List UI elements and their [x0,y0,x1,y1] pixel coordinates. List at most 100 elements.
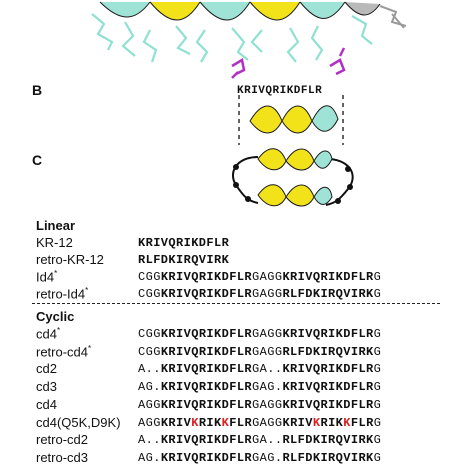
sequence-row: Id4*CGGKRIVQRIKDFLRGAGGKRIVQRIKDFLRG [36,269,466,287]
peptide-sequence: CGGKRIVQRIKDFLRGAGGRLFDKIRQVIRKG [138,345,381,359]
sequence-row: retro-cd3 AG.KRIVQRIKDFLRGAG.RLFDKIRQVIRK… [36,450,466,468]
active-sequence: KRIVQRIKDFLR [160,344,253,359]
active-sequence: FLR [350,415,374,430]
peptide-name: cd4(Q5K,D9K) [36,414,121,430]
linker-sequence: GAGG [252,270,283,284]
cyclic-linker-beads [233,164,353,204]
active-sequence: KRIVQRIKDFLR [160,362,253,377]
active-sequence: KRIVQRIKDFLR [282,397,374,412]
linker-sequence: GAG. [252,380,283,395]
active-sequence: KRIV [282,415,313,430]
linker-sequence: AGG [138,397,161,412]
linker-sequence: CGG [138,287,161,301]
cyclic-section-title: Cyclic [36,309,75,324]
mutated-residue: K [312,415,321,430]
active-sequence: RLFDKIRQVIRK [282,287,374,301]
linker-sequence: CGG [138,327,161,341]
peptide-name: retro-cd3 [36,449,89,465]
peptide-name: cd4* [36,326,61,342]
active-sequence: RIK [320,415,344,430]
active-sequence: KRIVQRIKDFLR [160,433,253,448]
linker-sequence: A.. [138,433,161,448]
peptide-name: cd2 [36,361,57,377]
active-sequence: KRIVQRIKDFLR [160,380,253,395]
sequence-row: retro-cd2 A..KRIVQRIKDFLRGA..RLFDKIRQVIRK… [36,432,466,450]
sequence-row: cd4(Q5K,D9K)AGGKRIVKRIKKFLRGAGGKRIVKRIKK… [36,415,466,433]
active-sequence: KRIVQRIKDFLR [282,327,374,341]
linker-sequence: G [373,450,382,465]
linker-sequence: GA.. [252,362,283,377]
peptide-name: KR-12 [36,235,73,250]
linker-sequence: AGG [138,415,161,430]
sequence-row: retro-KR-12 RLFDKIRQVIRK [36,252,466,270]
active-sequence: FLR [229,415,253,430]
mutated-residue: K [343,415,351,430]
active-sequence: KRIVQRIKDFLR [282,270,374,284]
active-sequence: KRIVQRIKDFLR [160,450,253,465]
linker-sequence: G [373,380,382,395]
linker-sequence: AG. [138,450,161,465]
linker-sequence: G [373,344,382,359]
helix-c-bottom [257,184,333,207]
active-sequence: KRIVQRIKDFLR [160,270,253,284]
panel-b-label: B [32,82,43,98]
helix-c-top [257,148,333,171]
peptide-sequence: AG.KRIVQRIKDFLRGAG.KRIVQRIKDFLRG [138,380,381,394]
linker-sequence: G [373,327,382,341]
sequence-row: retro-cd4*CGGKRIVQRIKDFLRGAGGRLFDKIRQVIR… [36,344,466,362]
linker-sequence: AG. [138,380,161,395]
peptide-sequence: AG.KRIVQRIKDFLRGAG.RLFDKIRQVIRKG [138,451,381,465]
panel-c-cyclic-helix [231,148,354,207]
footnote-mark: * [88,343,92,353]
peptide-sequence: AGGKRIVQRIKDFLRGAGGKRIVQRIKDFLRG [138,398,381,412]
linker-sequence: GA.. [252,433,283,448]
linker-sequence: GAGG [252,327,283,341]
active-sequence: KRIVQRIKDFLR [160,327,253,341]
peptide-name: cd3 [36,379,57,395]
panel-a-structure [91,1,407,79]
mutated-residue: K [191,415,199,430]
peptide-sequence: A..KRIVQRIKDFLRGA..RLFDKIRQVIRKG [138,433,381,447]
linker-sequence: G [373,362,382,377]
active-sequence: KRIVQRIKDFLR [282,380,374,395]
peptide-sequence: CGGKRIVQRIKDFLRGAGGKRIVQRIKDFLRG [138,327,381,341]
active-sequence: KRIV [160,415,192,430]
linker-sequence: G [373,270,382,284]
linker-sequence: G [373,397,382,412]
linker-residues [231,47,346,79]
peptide-sequence: CGGKRIVQRIKDFLRGAGGKRIVQRIKDFLRG [138,270,381,284]
peptide-sequence: CGGKRIVQRIKDFLRGAGGRLFDKIRQVIRKG [138,287,381,301]
sequence-row: retro-Id4* CGGKRIVQRIKDFLRGAGGRLFDKIRQVIR… [36,286,466,304]
active-sequence: KRIVQRIKDFLR [160,287,253,301]
mutated-residue: K [221,415,230,430]
linker-sequence: GAGG [252,287,283,301]
active-sequence: RLFDKIRQVIRK [282,433,374,448]
peptide-name: retro-cd2 [36,432,89,448]
peptide-name: retro-KR-12 [36,252,104,267]
active-sequence: RLFDKIRQVIRK [138,253,230,267]
linker-sequence: G [373,433,382,448]
peptide-sequence: AGGKRIVKRIKKFLRGAGGKRIVKRIKKFLRG [138,416,381,430]
active-sequence: RLFDKIRQVIRK [282,450,374,465]
linker-sequence: GAGG [252,344,283,359]
linker-sequence: CGG [138,344,161,359]
linker-sequence: CGG [138,270,161,284]
peptide-sequence: KRIVQRIKDFLR [138,236,229,250]
active-sequence: KRIVQRIKDFLR [138,236,230,250]
peptide-name: retro-Id4* [36,286,89,302]
active-sequence: KRIVQRIKDFLR [282,362,374,377]
helix-b [249,105,339,134]
peptide-name: cd4 [36,396,57,412]
peptide-sequence: A..KRIVQRIKDFLRGA..KRIVQRIKDFLRG [138,362,381,376]
linker-sequence: A.. [138,362,161,377]
linear-section-title: Linear [36,218,76,233]
helix-ribbon [99,1,381,21]
active-sequence: RIK [198,415,222,430]
active-sequence: RLFDKIRQVIRK [282,344,374,359]
peptide-name: Id4* [36,269,58,285]
linker-sequence: GAG. [252,450,283,465]
